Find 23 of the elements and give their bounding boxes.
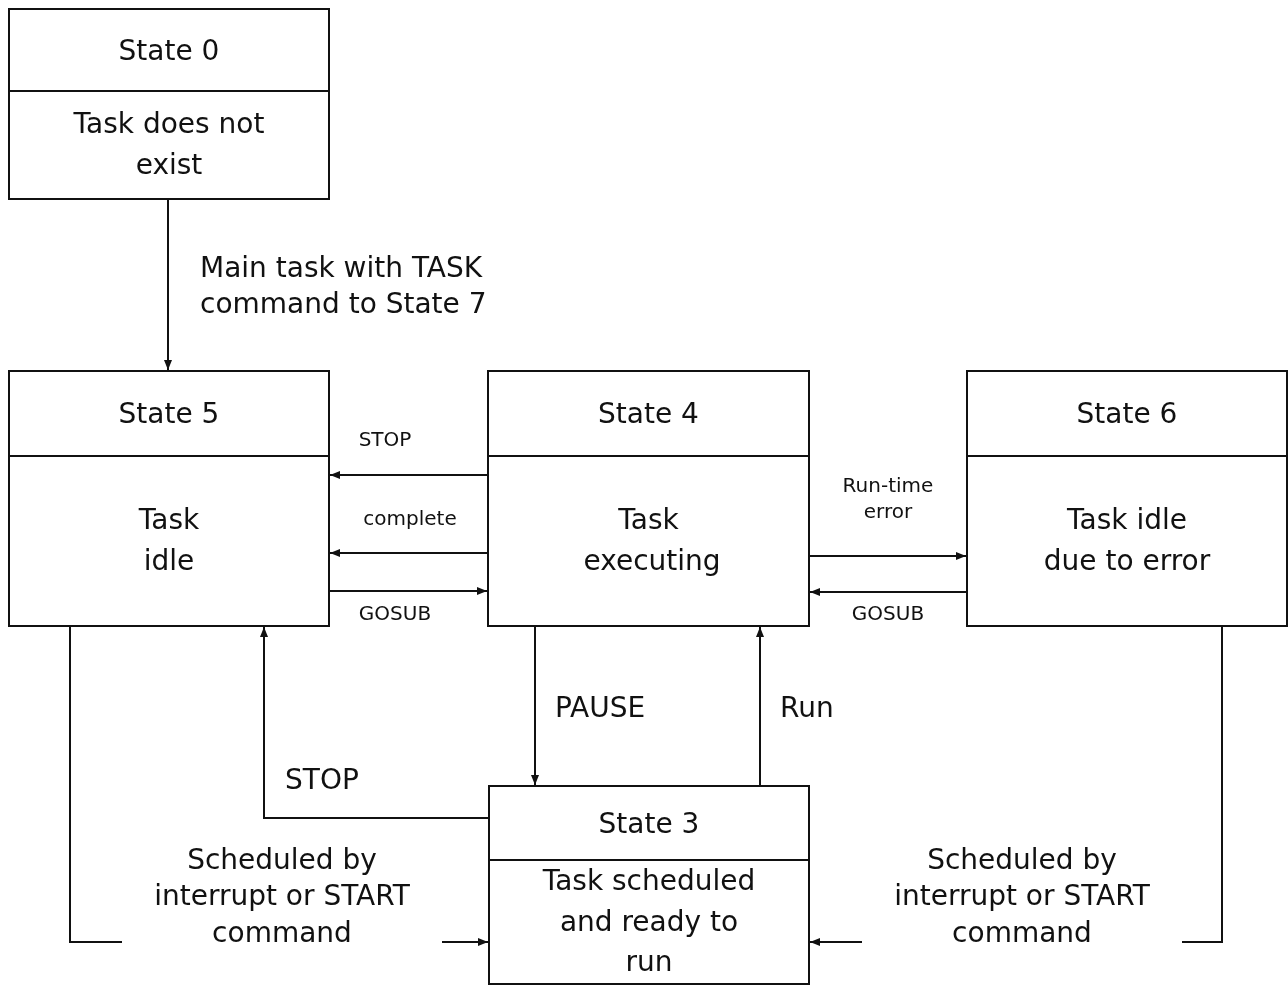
state-title: State 6 <box>1076 397 1178 430</box>
arrow <box>809 588 967 596</box>
state-title: State 0 <box>118 33 220 67</box>
state-description: Task scheduled and ready to run <box>541 863 757 981</box>
state-box <box>8 8 330 200</box>
arrow <box>164 199 172 371</box>
state-title: State 5 <box>118 397 220 430</box>
arrow <box>329 471 488 479</box>
arrow <box>756 626 764 786</box>
arrow <box>329 549 488 557</box>
arrow <box>809 552 967 560</box>
state-title: State 3 <box>598 806 700 840</box>
state-box <box>966 370 1288 627</box>
arrow <box>260 626 489 819</box>
state-description: Task idle <box>137 502 201 579</box>
state-box <box>488 785 810 985</box>
state-description: Task idle due to error <box>1042 502 1212 579</box>
arrow <box>531 626 539 786</box>
state-box <box>8 370 330 627</box>
state-description: Task does not exist <box>72 106 266 183</box>
state-box <box>487 370 810 627</box>
state-title: State 4 <box>598 397 699 430</box>
arrow <box>329 587 488 595</box>
